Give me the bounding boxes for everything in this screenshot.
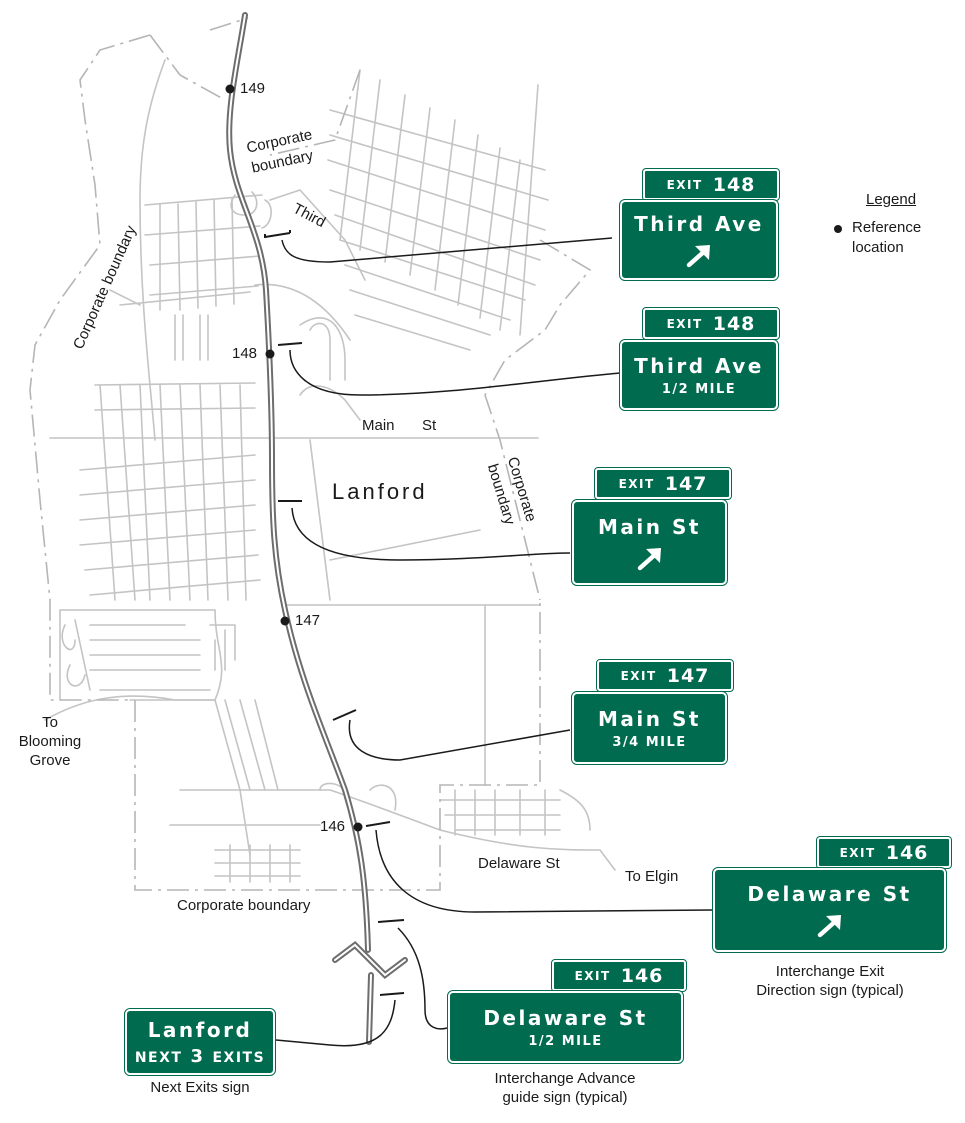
direction-sign-caption: Interchange Exit Direction sign (typical… — [740, 963, 920, 1001]
to-blooming-line2: Blooming — [18, 732, 82, 750]
diagonal-arrow-icon — [817, 915, 841, 938]
caption-line2: guide sign (typical) — [502, 1088, 628, 1106]
sign-destination: Delaware St — [747, 882, 912, 906]
corporate-boundary-south-label: Corporate boundary — [177, 897, 311, 914]
main-street-label: Main — [362, 417, 395, 434]
exit-number: 146 — [885, 841, 929, 864]
reference-label-146: 146 — [320, 818, 346, 835]
reference-dot-148 — [265, 349, 275, 359]
exit-number: 148 — [712, 173, 756, 196]
sign-delaware-st-advance: Delaware St 1/2 MILE — [447, 990, 684, 1064]
freeway-mainline — [226, 12, 408, 1045]
exit-tab-148-direction: EXIT 148 — [642, 168, 780, 201]
to-blooming-line3: Grove — [29, 751, 71, 769]
caption-line2: Direction sign (typical) — [756, 981, 904, 999]
sign-destination: Main St — [598, 514, 701, 539]
sign-main-st-advance: Main St 3/4 MILE — [571, 691, 728, 765]
caption-line1: Interchange Advance — [494, 1070, 636, 1087]
exit-word: EXIT — [574, 968, 611, 983]
reference-label-149: 149 — [240, 80, 266, 97]
to-blooming-grove-label: To Blooming Grove — [10, 714, 90, 770]
corporate-boundary-line — [29, 17, 592, 891]
reference-dot-149 — [225, 84, 235, 94]
sign-third-ave-direction: Third Ave — [619, 199, 779, 281]
exit-tab-148-advance: EXIT 148 — [642, 307, 780, 340]
exit-tab-146-advance: EXIT 146 — [551, 959, 687, 992]
legend-item-line1: Reference — [852, 219, 922, 236]
sign-third-ave-advance: Third Ave 1/2 MILE — [619, 339, 779, 411]
exit-number: 147 — [664, 472, 708, 495]
next-exits-line: NEXT 3 EXITS — [135, 1046, 265, 1067]
reference-dot-146 — [353, 822, 363, 832]
exit-word: EXIT — [839, 845, 876, 860]
exit-number: 148 — [712, 312, 756, 335]
delaware-street-label: Delaware St — [478, 855, 560, 872]
next-word: NEXT — [134, 1049, 183, 1066]
caption-line1: Interchange Exit — [775, 963, 885, 980]
sign-distance: 1/2 MILE — [661, 381, 737, 397]
exit-number: 146 — [620, 964, 664, 987]
exit-word: EXIT — [620, 668, 657, 683]
diagonal-arrow-icon — [637, 547, 661, 570]
sign-destination: Delaware St — [483, 1005, 648, 1030]
reference-label-148: 148 — [232, 345, 258, 362]
reference-location-dots — [225, 84, 363, 832]
exit-word: EXIT — [666, 316, 703, 331]
exits-word: EXITS — [212, 1049, 266, 1066]
sign-position-marks — [264, 230, 405, 996]
street-suffix-label: St — [422, 417, 437, 434]
exit-tab-147-direction: EXIT 147 — [594, 467, 732, 500]
next-exits-caption: Next Exits sign — [150, 1079, 250, 1096]
exit-tab-147-advance: EXIT 147 — [596, 659, 734, 692]
sign-destination: Third Ave — [634, 212, 764, 236]
legend-reference-dot-icon — [834, 225, 842, 233]
sign-destination: Third Ave — [634, 353, 764, 378]
sign-distance: 1/2 MILE — [528, 1033, 603, 1049]
street-network — [44, 59, 616, 883]
next-exits-title: Lanford — [147, 1017, 253, 1042]
leader-lines — [275, 237, 714, 1047]
exit-word: EXIT — [618, 476, 655, 491]
exit-tab-146-direction: EXIT 146 — [816, 836, 952, 869]
legend-title: Legend — [866, 191, 917, 208]
sign-distance: 3/4 MILE — [612, 734, 687, 750]
reference-dot-147 — [280, 616, 290, 626]
exit-number: 147 — [666, 664, 710, 687]
advance-sign-caption: Interchange Advance guide sign (typical) — [470, 1070, 660, 1108]
sign-delaware-st-direction: Delaware St — [712, 867, 947, 953]
to-blooming-line1: To — [42, 714, 58, 731]
next-exits-sign: Lanford NEXT 3 EXITS — [124, 1008, 276, 1076]
sign-main-st-direction: Main St — [571, 499, 728, 586]
reference-label-147: 147 — [295, 612, 321, 629]
exit-count: 3 — [190, 1045, 205, 1067]
diagonal-arrow-icon — [686, 245, 710, 268]
to-elgin-label: To Elgin — [625, 868, 679, 885]
city-name-label: Lanford — [332, 479, 428, 504]
sign-destination: Main St — [598, 706, 701, 731]
exit-word: EXIT — [666, 177, 703, 192]
legend-item-line2: location — [852, 239, 904, 256]
